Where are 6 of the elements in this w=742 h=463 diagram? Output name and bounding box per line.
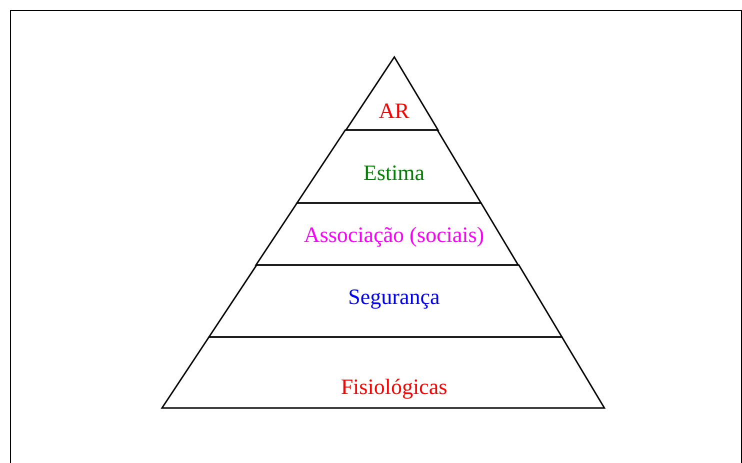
level-label: AR — [378, 98, 410, 124]
level-label: Estima — [363, 160, 425, 186]
pyramid-band — [158, 337, 608, 408]
level-label: Segurança — [348, 284, 440, 310]
level-label: Fisiológicas — [340, 374, 448, 400]
level-label: Associação (sociais) — [304, 222, 484, 248]
